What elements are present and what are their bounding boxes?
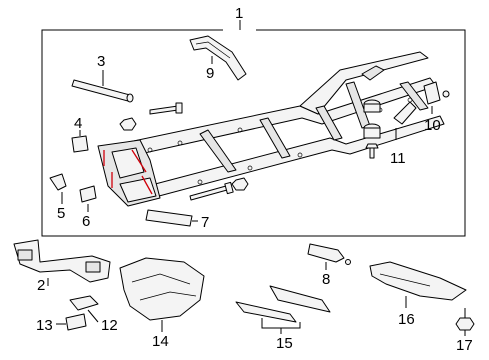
callout-4[interactable]: 4 <box>74 115 82 132</box>
part-10-bracket[interactable] <box>423 81 450 114</box>
part-5-clip[interactable] <box>49 173 67 204</box>
part-15-plates[interactable] <box>235 285 331 334</box>
callout-10[interactable]: 10 <box>424 117 441 134</box>
callout-16[interactable]: 16 <box>398 311 415 328</box>
part-11-body-mount[interactable] <box>363 99 417 159</box>
callout-5[interactable]: 5 <box>57 205 65 222</box>
nut-lower[interactable] <box>231 177 249 191</box>
frame-rails[interactable] <box>97 51 445 207</box>
part-9-crossmember-bracket[interactable] <box>189 35 247 81</box>
bolt-lower[interactable] <box>189 181 234 201</box>
part-17-fastener[interactable] <box>455 308 475 336</box>
callout-2[interactable]: 2 <box>37 277 45 294</box>
part-13-clip[interactable] <box>56 313 87 331</box>
part-12-clip[interactable] <box>69 295 99 323</box>
callout-17[interactable]: 17 <box>456 337 473 354</box>
callout-3[interactable]: 3 <box>97 53 105 70</box>
callout-15[interactable]: 15 <box>276 335 293 352</box>
part-6-mount[interactable] <box>79 185 97 212</box>
callout-8[interactable]: 8 <box>322 271 330 288</box>
callout-6[interactable]: 6 <box>82 213 90 230</box>
callout-9[interactable]: 9 <box>206 65 214 82</box>
part-14-skid-plate[interactable] <box>119 257 205 332</box>
nut-upper[interactable] <box>119 117 137 131</box>
callout-1[interactable]: 1 <box>235 5 243 22</box>
bolt-upper[interactable] <box>149 102 183 115</box>
part-16-shield[interactable] <box>369 261 467 308</box>
part-2-front-crossmember[interactable] <box>13 239 111 286</box>
highlight-marks <box>103 149 153 195</box>
callout-14[interactable]: 14 <box>152 333 169 350</box>
part-8-bracket[interactable] <box>307 243 351 270</box>
callout-7[interactable]: 7 <box>201 214 209 231</box>
callout-12[interactable]: 12 <box>101 317 118 334</box>
callout-11[interactable]: 11 <box>390 150 406 167</box>
frame-assembly-box <box>41 20 466 237</box>
part-4-bracket[interactable] <box>71 130 89 153</box>
part-7-plate[interactable] <box>145 209 198 227</box>
part-3-tube[interactable] <box>71 70 134 103</box>
callout-13[interactable]: 13 <box>36 317 53 334</box>
